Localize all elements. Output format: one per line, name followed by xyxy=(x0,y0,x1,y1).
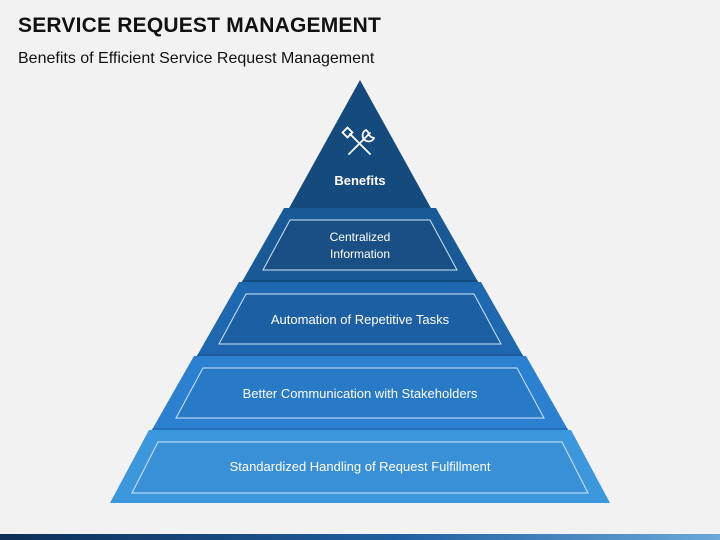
tools-icon xyxy=(341,126,376,155)
level-4-label: Standardized Handling of Request Fulfill… xyxy=(230,459,491,474)
level-4-inner-box xyxy=(131,441,589,494)
level-3-inner-box xyxy=(175,367,545,419)
page-title: SERVICE REQUEST MANAGEMENT xyxy=(18,14,382,37)
level-3-label: Better Communication with Stakeholders xyxy=(243,386,478,401)
level-1-label-line-2: Information xyxy=(330,247,390,261)
level-1-inner-box xyxy=(262,219,458,271)
level-2-inner-box xyxy=(218,293,502,345)
level-2-label: Automation of Repetitive Tasks xyxy=(271,312,450,327)
level-1-label-line-1: Centralized xyxy=(330,230,391,244)
bottom-accent-bar xyxy=(0,534,720,540)
apex-label: Benefits xyxy=(334,173,385,188)
page-subtitle: Benefits of Efficient Service Request Ma… xyxy=(18,50,375,67)
